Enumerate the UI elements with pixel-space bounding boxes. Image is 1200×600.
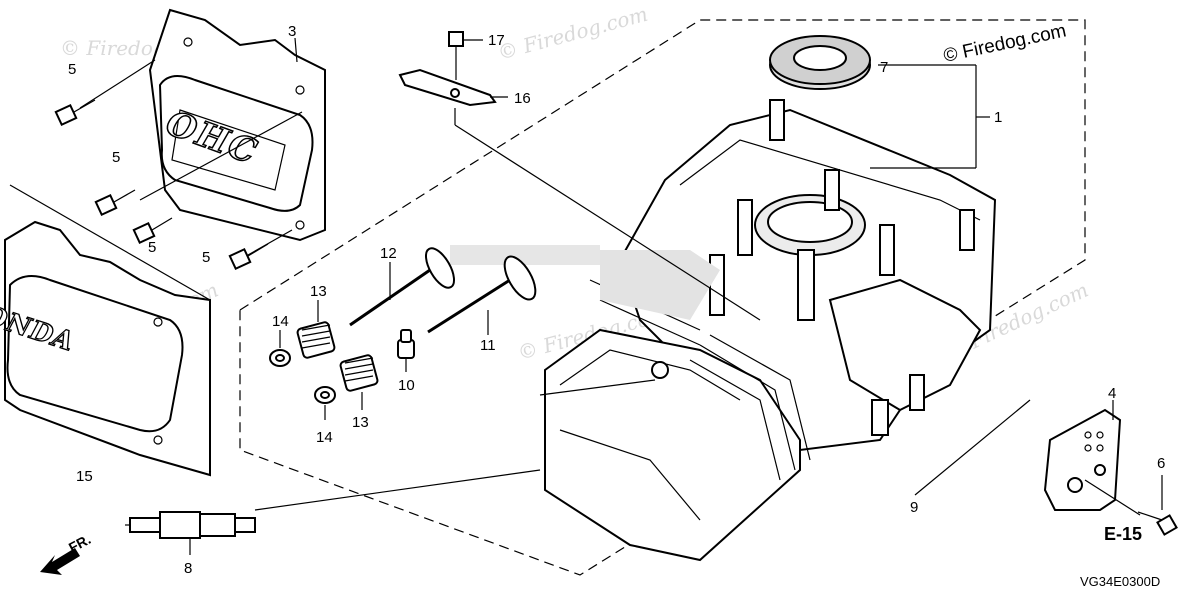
plate-16	[398, 68, 497, 107]
callout-4: 4	[1108, 385, 1116, 402]
valve-spring-13	[339, 354, 379, 392]
callout-11: 11	[480, 337, 496, 354]
separator-line	[9, 184, 211, 301]
callout-9: 9	[910, 499, 918, 516]
callout-12: 12	[380, 245, 397, 262]
bolt-5	[54, 99, 96, 127]
callout-13: 13	[310, 283, 327, 300]
watermark: © Firedog.com	[495, 2, 650, 65]
valve-spring-13	[296, 321, 336, 359]
copyright-watermark: © Firedog.com	[942, 20, 1069, 67]
intake-valve-12	[349, 247, 455, 327]
callout-7: 7	[880, 59, 888, 76]
callout-13: 13	[352, 414, 369, 431]
bolt-17	[448, 31, 464, 80]
assembly-group-outline	[239, 19, 1086, 576]
valve-stem-seal-10	[397, 329, 415, 359]
diagram-code: VG34E0300D	[1080, 574, 1161, 589]
section-reference: E-15	[1104, 524, 1143, 544]
bolt-6	[1137, 511, 1178, 536]
callout-14: 14	[272, 313, 289, 330]
callout-8: 8	[184, 560, 192, 577]
callout-5: 5	[112, 149, 120, 166]
callout-5: 5	[148, 239, 156, 256]
exhaust-valve-11	[427, 255, 537, 334]
callout-numbers: 3 5 5 5 5 15 17 16 7 1 12 13 14 11 10 13…	[68, 23, 1165, 577]
callout-3: 3	[288, 23, 296, 40]
callout-10: 10	[398, 377, 415, 394]
bolt-5	[94, 189, 136, 217]
cover-plate-4	[1043, 408, 1122, 511]
cylinder-block	[450, 99, 997, 562]
spring-retainer-hole	[320, 391, 330, 399]
callout-16: 16	[514, 90, 531, 107]
oil-seal	[769, 35, 871, 90]
callout-6: 6	[1157, 455, 1165, 472]
callout-17: 17	[488, 32, 505, 49]
spring-retainer-hole	[275, 354, 285, 362]
callout-14: 14	[316, 429, 333, 446]
valve-cover-honda: HONDA	[0, 220, 211, 477]
callout-15: 15	[76, 468, 93, 485]
callout-5: 5	[68, 61, 76, 78]
callout-5: 5	[202, 249, 210, 266]
spark-plug	[125, 511, 256, 539]
front-direction-arrow	[40, 548, 80, 575]
bolt-5	[228, 243, 269, 271]
valve-cover-ohc: OHC	[148, 8, 326, 242]
callout-1: 1	[994, 109, 1002, 126]
bolt-5	[132, 217, 173, 245]
